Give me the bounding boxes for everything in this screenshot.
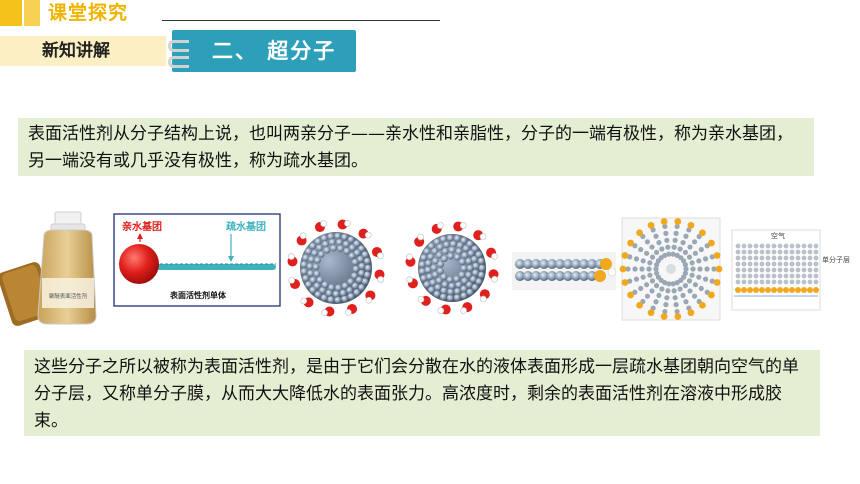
starburst-micelle	[619, 217, 723, 321]
hydrophilic-head	[119, 244, 159, 284]
intro-paragraph: 表面活性剂从分子结构上说，也叫两亲分子——亲水性和亲脂性，分子的一端有极性，称为…	[18, 118, 814, 176]
clip-hook-icon	[168, 40, 189, 52]
hydrophobic-label: 疏水基团	[226, 220, 266, 233]
hydrophobic-tail	[150, 263, 276, 270]
header-accent-square	[0, 0, 22, 26]
subtitle-label: 新知讲解	[42, 41, 110, 61]
monomer-caption: 表面活性剂单体	[169, 290, 227, 300]
section-tag	[172, 30, 356, 72]
micelle-sphere-2	[405, 221, 499, 315]
micelle-sphere-1	[287, 219, 385, 317]
monolayer-diagram: 空气 单分子层	[731, 229, 850, 311]
bottle-label: 聚醚表面活性剂	[49, 292, 88, 300]
explanation-paragraph: 这些分子之所以被称为表面活性剂，是由于它们会分散在水的液体表面形成一层疏水基团朝…	[24, 350, 820, 436]
page-title: 课堂探究	[48, 2, 129, 24]
bilayer-strip	[512, 252, 617, 290]
air-label: 空气	[771, 231, 785, 240]
bottle-photo: 聚醚表面活性剂	[0, 211, 97, 326]
surfactant-monomer-diagram: 亲水基团 疏水基团 表面活性剂单体	[113, 213, 281, 307]
hydrophilic-label: 亲水基团	[122, 220, 162, 233]
clip-hook-icon	[168, 56, 189, 68]
subtitle-box	[0, 36, 166, 66]
surfactant-figures: 聚醚表面活性剂 亲水基团 疏水基团 表面活性剂单体 空气 单分子层	[0, 211, 850, 326]
section-tag-label: 二、 超分子	[212, 39, 337, 63]
header-accent-square-small	[24, 0, 40, 26]
monolayer-label: 单分子层	[822, 255, 850, 264]
header-divider	[162, 20, 440, 21]
